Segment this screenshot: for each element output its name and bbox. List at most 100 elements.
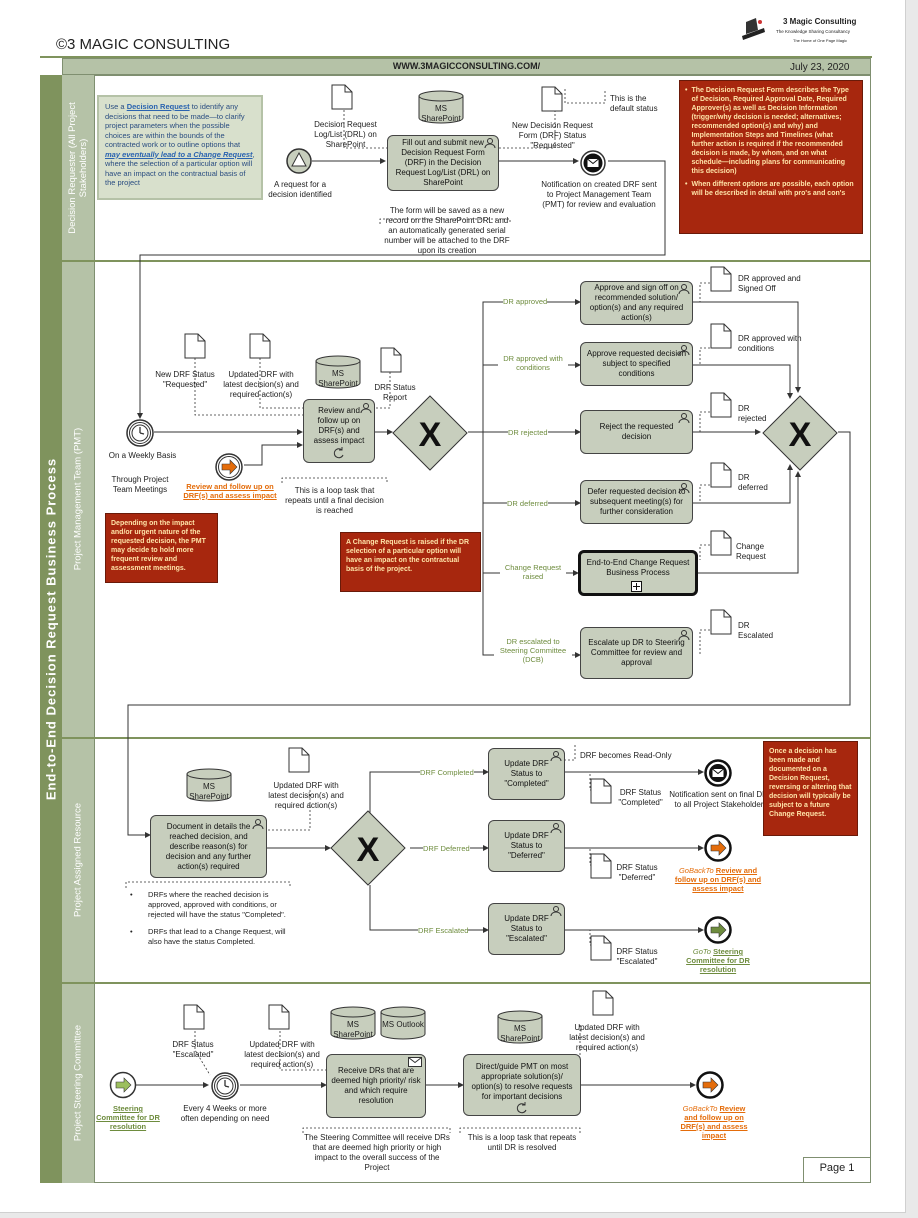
task-change-request-subprocess[interactable]: End-to-End Change Request Business Proce… (578, 550, 698, 596)
task-update-escalated[interactable]: Update DRF Status to "Escalated" (488, 903, 565, 955)
goback-link[interactable]: Review and follow up on DRF(s) and asses… (674, 866, 762, 893)
steering-start-link[interactable]: Steering Committee for DR resolution (96, 1104, 160, 1131)
steering-goback-link[interactable]: Review and follow up on DRF(s) and asses… (680, 1104, 748, 1140)
database-icon (315, 355, 361, 389)
page-number: Page 1 (819, 1162, 855, 1174)
document-icon (249, 333, 271, 359)
task-update-completed[interactable]: Update DRF Status to "Completed" (488, 748, 565, 800)
db-sharepoint-label: MS SharePoint (421, 104, 461, 123)
change-request-note: A Change Request is raised if the DR sel… (340, 532, 481, 592)
red-bullet-1-text: The Decision Request Form describes the … (691, 87, 849, 175)
doc-updated-drf: Updated DRF with latest decision(s) and … (223, 370, 299, 399)
task-approve[interactable]: Approve and sign off on recommended solu… (580, 281, 693, 325)
doc-updated-resource: Updated DRF with latest decision(s) and … (268, 781, 344, 810)
task-review-follow-up[interactable]: Review and follow up on DRF(s) and asses… (303, 399, 375, 463)
flow-dr-conditions: DR approved with conditions (498, 354, 568, 372)
loop-icon (516, 1102, 527, 1114)
link-review-follow-up[interactable]: Review and follow up on DRF(s) and asses… (183, 482, 277, 500)
task-approve-conditions[interactable]: Approve requested decision subject to sp… (580, 342, 693, 386)
timer-start-icon (126, 419, 154, 447)
doc-status-escalated: DRF Status "Escalated" (172, 1040, 214, 1059)
bullet-2-text: DRFs that lead to a Change Request, will… (148, 927, 286, 946)
drf-description-note: •The Decision Request Form describes the… (679, 80, 863, 234)
doc-updated-steering: Updated DRF with latest decision(s) and … (244, 1040, 320, 1069)
document-icon (183, 1004, 205, 1030)
goback-review-steering[interactable]: GoBackTo Review and follow up on DRF(s) … (676, 1104, 752, 1140)
logo (738, 14, 768, 44)
loop-note-pmt: This is a loop task that repeats until a… (285, 486, 384, 515)
flow-dr-deferred: DR deferred (507, 499, 548, 508)
bullet-1-text: DRFs where the reached decision is appro… (148, 890, 286, 919)
doc-drl-label: Decision Request Log/List (DRL) on Share… (314, 120, 377, 149)
doc-drf-completed: DRF Status "Completed" (618, 788, 663, 807)
envelope-message-icon (580, 150, 606, 176)
goback-prefix: GoBackTo (678, 866, 716, 875)
link-start-icon (109, 1071, 137, 1099)
task-update-deferred[interactable]: Update DRF Status to "Deferred" (488, 820, 565, 872)
timer-sub: Through Project Team Meetings (111, 475, 169, 494)
user-icon (360, 403, 372, 414)
timer-every-4-weeks: Every 4 Weeks or more often depending on… (180, 1104, 270, 1123)
goback-review-resource[interactable]: GoBackTo Review and follow up on DRF(s) … (672, 866, 764, 893)
change-request-link[interactable]: may eventually lead to a Change Request (105, 149, 253, 159)
lanes-frame (94, 75, 871, 1183)
document-icon (590, 853, 612, 879)
red-bullet-1: •The Decision Request Form describes the… (685, 86, 857, 176)
link-end-icon (696, 1071, 724, 1099)
db-sharepoint-steering-2: MS SharePoint (500, 1024, 540, 1043)
db-sharepoint-pmt: MS SharePoint (318, 369, 358, 388)
lane-label-steering: Project Steering Committee (62, 982, 95, 1183)
start-label: A request for a decision identified (268, 180, 332, 199)
goto-steering[interactable]: GoTo Steering Committee for DR resolutio… (680, 947, 756, 974)
doc-status-report: DRF Status Report (374, 383, 416, 402)
link-end-icon (704, 916, 732, 944)
task-reject[interactable]: Reject the requested decision (580, 410, 693, 454)
requester-note-pre: Use a (105, 102, 127, 111)
notification-label: Notification on created DRF sent to Proj… (541, 180, 657, 209)
user-icon (678, 483, 690, 494)
lane-label-resource: Project Assigned Resource (62, 737, 95, 982)
doc-drf-status-label: New Decision Request Form (DRF) Status "… (512, 121, 593, 150)
user-icon (550, 751, 562, 762)
red-bullet-2-text: When different options are possible, eac… (691, 181, 854, 197)
task-defer[interactable]: Defer requested decision to subsequent m… (580, 480, 693, 524)
flow-dr-approved: DR approved (503, 297, 548, 306)
document-icon (590, 778, 612, 804)
doc-new-status: New DRF Status "Requested" (155, 370, 215, 389)
doc-change-request: Change Request (736, 542, 766, 561)
link-event-icon (215, 453, 243, 481)
doc-drf-escalated: DRF Status "Escalated" (616, 947, 658, 966)
db-sharepoint-steering: MS SharePoint (333, 1020, 373, 1039)
completion-bullets: •DRFs where the reached decision is appr… (130, 890, 290, 947)
lane-divider-3 (62, 982, 871, 984)
requester-note-mid: to identify any decisions that need to b… (105, 102, 245, 149)
database-icon (418, 90, 464, 124)
website[interactable]: WWW.3MAGICCONSULTING.COM/ (392, 61, 541, 71)
task-document-decision[interactable]: Document in details the reached decision… (150, 815, 267, 878)
database-icon (380, 1006, 426, 1040)
document-icon (380, 347, 402, 373)
task-direct-pmt[interactable]: Direct/guide PMT on most appropriate sol… (463, 1054, 581, 1116)
requester-note: Use a Decision Request to identify any d… (97, 95, 263, 200)
document-icon (288, 747, 310, 773)
flow-drf-deferred: DRF Deferred (423, 844, 470, 853)
task-fill-submit-drf[interactable]: Fill out and submit new Decision Request… (387, 135, 499, 191)
database-icon (497, 1010, 543, 1044)
website-band (62, 58, 871, 75)
lane-divider-2 (62, 737, 871, 739)
logo-tag2: The Home of One Page Magic (793, 38, 848, 43)
document-icon (331, 84, 353, 110)
user-icon (550, 823, 562, 834)
user-icon (678, 284, 690, 295)
lane-label-pmt: Project Management Team (PMT) (62, 260, 95, 737)
header-title: ©3 MAGIC CONSULTING (56, 36, 231, 53)
drf-annotation: The form will be saved as a new record o… (384, 206, 510, 255)
task-escalate[interactable]: Escalate up DR to Steering Committee for… (580, 627, 693, 679)
document-icon (710, 530, 732, 556)
exclusive-gateway-icon: X (762, 395, 838, 471)
goto-link[interactable]: Steering Committee for DR resolution (686, 947, 750, 974)
envelope-end-icon (704, 759, 732, 787)
flow-change-raised: Change Request raised (500, 563, 566, 581)
decision-request-link[interactable]: Decision Request (126, 102, 190, 111)
